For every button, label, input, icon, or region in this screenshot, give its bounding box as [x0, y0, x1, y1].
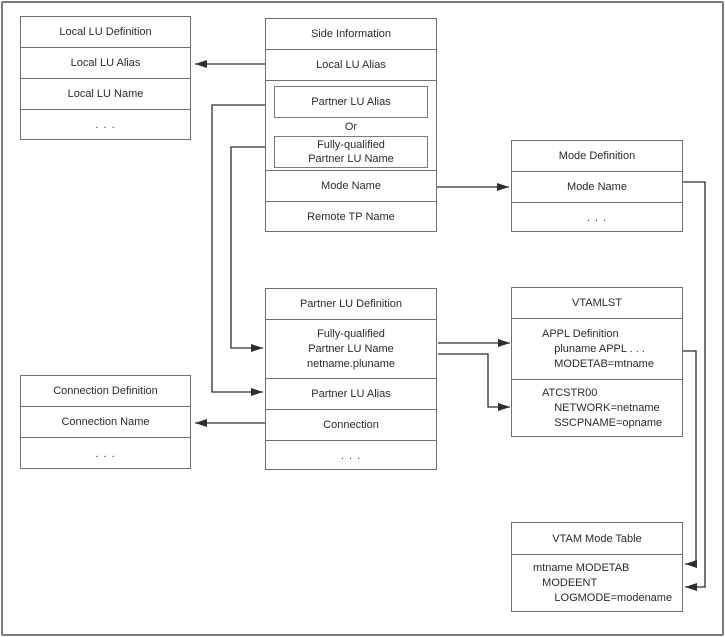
box-title: Connection Definition: [53, 385, 158, 397]
row-fully-qualified-name: Fully-qualified Partner LU Name netname.…: [266, 319, 436, 378]
box-mode-definition: Mode Definition Mode Name . . .: [511, 140, 683, 232]
box-connection-definition: Connection Definition Connection Name . …: [20, 375, 191, 469]
or-label: Or: [344, 121, 358, 133]
row-appl-definition: APPL Definition pluname APPL . . . MODET…: [512, 318, 682, 379]
row-local-lu-alias: Local LU Alias: [21, 47, 190, 78]
row-remote-tp-name: Remote TP Name: [266, 201, 436, 231]
row-connection: Connection: [266, 409, 436, 440]
box-vtam-mode-table: VTAM Mode Table mtname MODETAB MODEENT L…: [511, 522, 683, 612]
arrow-modedef-to-vtam-mode-table: [682, 181, 706, 591]
box-title: Side Information: [310, 28, 392, 40]
arrow-sideinfo-to-fully-qualified-name: [230, 146, 274, 352]
row-local-lu-alias: Local LU Alias: [266, 49, 436, 80]
box-title: VTAMLST: [572, 297, 622, 309]
row-partner-lu-choice: Partner LU Alias Or Fully-qualified Part…: [266, 80, 436, 170]
arrow-partnerlu-to-atcstr00: [438, 353, 510, 411]
box-vtamlst: VTAMLST APPL Definition pluname APPL . .…: [511, 287, 683, 437]
inner-box-fully-qualified-name: Fully-qualified Partner LU Name: [274, 136, 428, 168]
box-title: Mode Definition: [558, 150, 636, 162]
row-local-lu-name: Local LU Name: [21, 78, 190, 109]
box-title: Partner LU Definition: [299, 298, 403, 310]
arrow-sideinfo-to-partner-lu-alias: [211, 104, 274, 396]
box-side-information: Side Information Local LU Alias Partner …: [265, 18, 437, 232]
row-ellipsis: . . .: [512, 202, 682, 231]
box-title: VTAM Mode Table: [552, 532, 642, 545]
row-mode-name: Mode Name: [266, 170, 436, 201]
arrow-vtamlst-to-vtam-mode-table: [683, 350, 697, 568]
row-ellipsis: . . .: [266, 440, 436, 469]
row-connection-name: Connection Name: [21, 406, 190, 437]
row-ellipsis: . . .: [21, 109, 190, 139]
row-ellipsis: . . .: [21, 437, 190, 468]
inner-box-partner-lu-alias: Partner LU Alias: [274, 86, 428, 118]
row-mode-table-body: mtname MODETAB MODEENT LOGMODE=modename: [512, 554, 682, 611]
box-partner-lu-definition: Partner LU Definition Fully-qualified Pa…: [265, 288, 437, 470]
row-mode-name: Mode Name: [512, 171, 682, 202]
row-atcstr00: ATCSTR00 NETWORK=netname SSCPNAME=opname: [512, 379, 682, 436]
box-local-lu-definition: Local LU Definition Local LU Alias Local…: [20, 16, 191, 140]
row-partner-lu-alias: Partner LU Alias: [266, 378, 436, 409]
box-title: Local LU Definition: [59, 26, 152, 38]
